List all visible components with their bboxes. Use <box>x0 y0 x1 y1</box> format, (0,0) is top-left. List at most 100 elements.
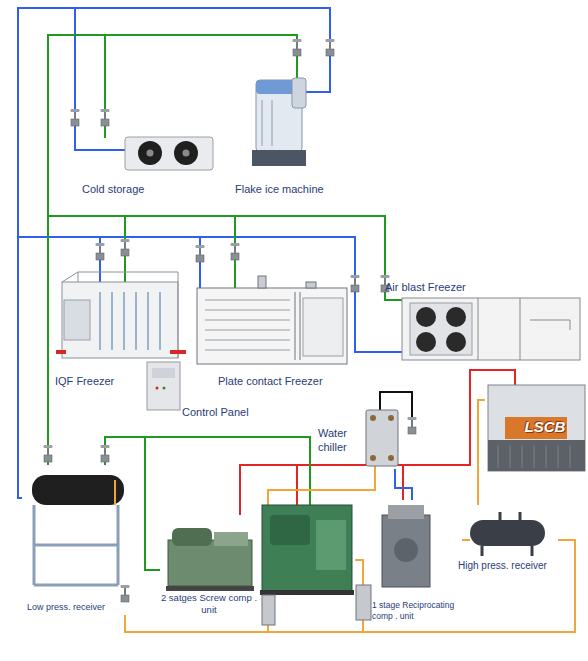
pipe-stub <box>268 466 375 595</box>
control-cabinet <box>152 368 175 378</box>
pipe-stub <box>302 62 330 92</box>
equipment-node: IQF Freezer <box>52 272 144 388</box>
plate-freezer <box>295 292 300 360</box>
pipe-stub <box>78 149 125 151</box>
pipe-stub <box>296 62 298 80</box>
air-blast-freezer <box>416 307 436 327</box>
equipment-node: Low press. receiver <box>22 465 132 615</box>
screw-compressor <box>166 528 254 591</box>
pipe-stub <box>380 351 402 353</box>
iqf-freezer <box>56 272 186 358</box>
equipment-label: Plate contact Freezer <box>218 375 354 389</box>
valve-group <box>351 275 360 292</box>
unit-cooler <box>147 150 154 157</box>
valve-group <box>101 109 110 126</box>
screw-compressor <box>262 505 352 591</box>
equipment-label: Control Panel <box>182 406 257 420</box>
control-cabinet <box>156 387 159 390</box>
evaporative-condenser <box>498 445 570 468</box>
reciprocating-compressor <box>382 505 430 587</box>
receiver-vessel <box>500 512 520 520</box>
refrigerant-pipe <box>240 370 515 515</box>
refrigerant-pipe <box>18 8 330 498</box>
plate-freezer <box>306 282 316 288</box>
pipe-stub <box>104 128 106 138</box>
refrigerant-pipe <box>48 216 125 465</box>
valve-group <box>293 39 302 56</box>
iqf-freezer <box>78 272 79 282</box>
iqf-freezer <box>62 282 178 358</box>
equipment-node: 2 satges Screw comp . unit <box>160 515 258 620</box>
evaporative-condenser <box>488 440 585 471</box>
equipment-label: LSCB <box>507 418 583 437</box>
pipe-stub <box>268 620 363 632</box>
screw-compressor <box>270 515 310 545</box>
plate-freezer <box>205 300 290 350</box>
flake-ice-drum <box>262 100 272 146</box>
plate-heat-exchanger <box>370 455 376 461</box>
pipe-stub <box>99 272 101 284</box>
valve-group <box>96 243 105 260</box>
refrigerant-pipe <box>48 35 297 465</box>
iqf-freezer <box>100 292 160 350</box>
screw-compressor <box>260 505 354 595</box>
valve-group <box>44 39 417 602</box>
screw-compressor <box>260 590 354 595</box>
flake-ice-drum <box>252 150 306 166</box>
unit-cooler <box>125 137 213 170</box>
pipe-stub <box>462 539 470 541</box>
air-blast-freezer <box>446 307 466 327</box>
pipe-stub <box>296 465 298 505</box>
equipment-node: LSCB <box>485 378 585 473</box>
plate-freezer <box>303 298 343 356</box>
valve-group <box>121 585 130 602</box>
equipment-label: 2 satges Screw comp . unit <box>160 592 258 616</box>
equipment-label: High press. receiver <box>458 560 558 573</box>
air-blast-freezer <box>530 320 570 330</box>
receiver-vessel <box>470 512 545 556</box>
equipment-label: Cold storage <box>82 183 212 197</box>
unit-cooler <box>174 141 198 165</box>
valve-group <box>101 445 110 462</box>
air-blast-freezer <box>410 303 472 355</box>
oil-cooler <box>262 585 371 625</box>
unit-cooler <box>125 137 213 170</box>
equipment-node: Flake ice machine <box>230 62 340 200</box>
equipment-label: Low press. receiver <box>27 602 131 613</box>
plate-heat-exchanger <box>366 410 398 466</box>
equipment-node: Plate contact Freezer <box>192 268 357 390</box>
flake-ice-drum <box>252 78 306 166</box>
valve-group <box>71 109 80 126</box>
equipment-node: Water chiller <box>315 405 405 469</box>
receiver-vessel <box>482 546 532 556</box>
pipe-stub <box>234 268 236 290</box>
iqf-freezer <box>64 300 90 340</box>
control-cabinet <box>147 362 180 410</box>
plate-heat-exchanger <box>388 455 394 461</box>
screw-compressor <box>168 540 252 586</box>
equipment-label: 1 stage Reciprocating comp . unit <box>372 600 462 621</box>
valve-group <box>326 39 335 56</box>
pipe-stub <box>78 62 515 632</box>
receiver-vessel <box>470 520 545 546</box>
refrigerant-pipe <box>478 400 485 505</box>
equipment-label: Air blast Freezer <box>385 281 535 295</box>
refrigerant-pipe <box>48 216 385 465</box>
reciprocating-compressor <box>394 538 418 562</box>
iqf-freezer <box>62 272 178 358</box>
iqf-freezer <box>56 350 186 354</box>
equipment-node: High press. receiver <box>458 505 558 575</box>
valve-group <box>408 417 417 434</box>
receiver-vessel <box>114 480 116 505</box>
pipe-stub <box>199 268 201 300</box>
plate-heat-exchanger <box>388 415 394 421</box>
equipment-node: 1 stage Reciprocating comp . unit <box>372 500 458 625</box>
air-blast-freezer <box>402 298 580 360</box>
equipment-label: Flake ice machine <box>235 183 340 197</box>
screw-compressor <box>166 586 254 591</box>
refrigerant-pipe <box>395 469 412 500</box>
screw-compressor <box>172 528 212 546</box>
equipment-label: Water chiller <box>318 427 358 455</box>
unit-cooler <box>183 150 190 157</box>
